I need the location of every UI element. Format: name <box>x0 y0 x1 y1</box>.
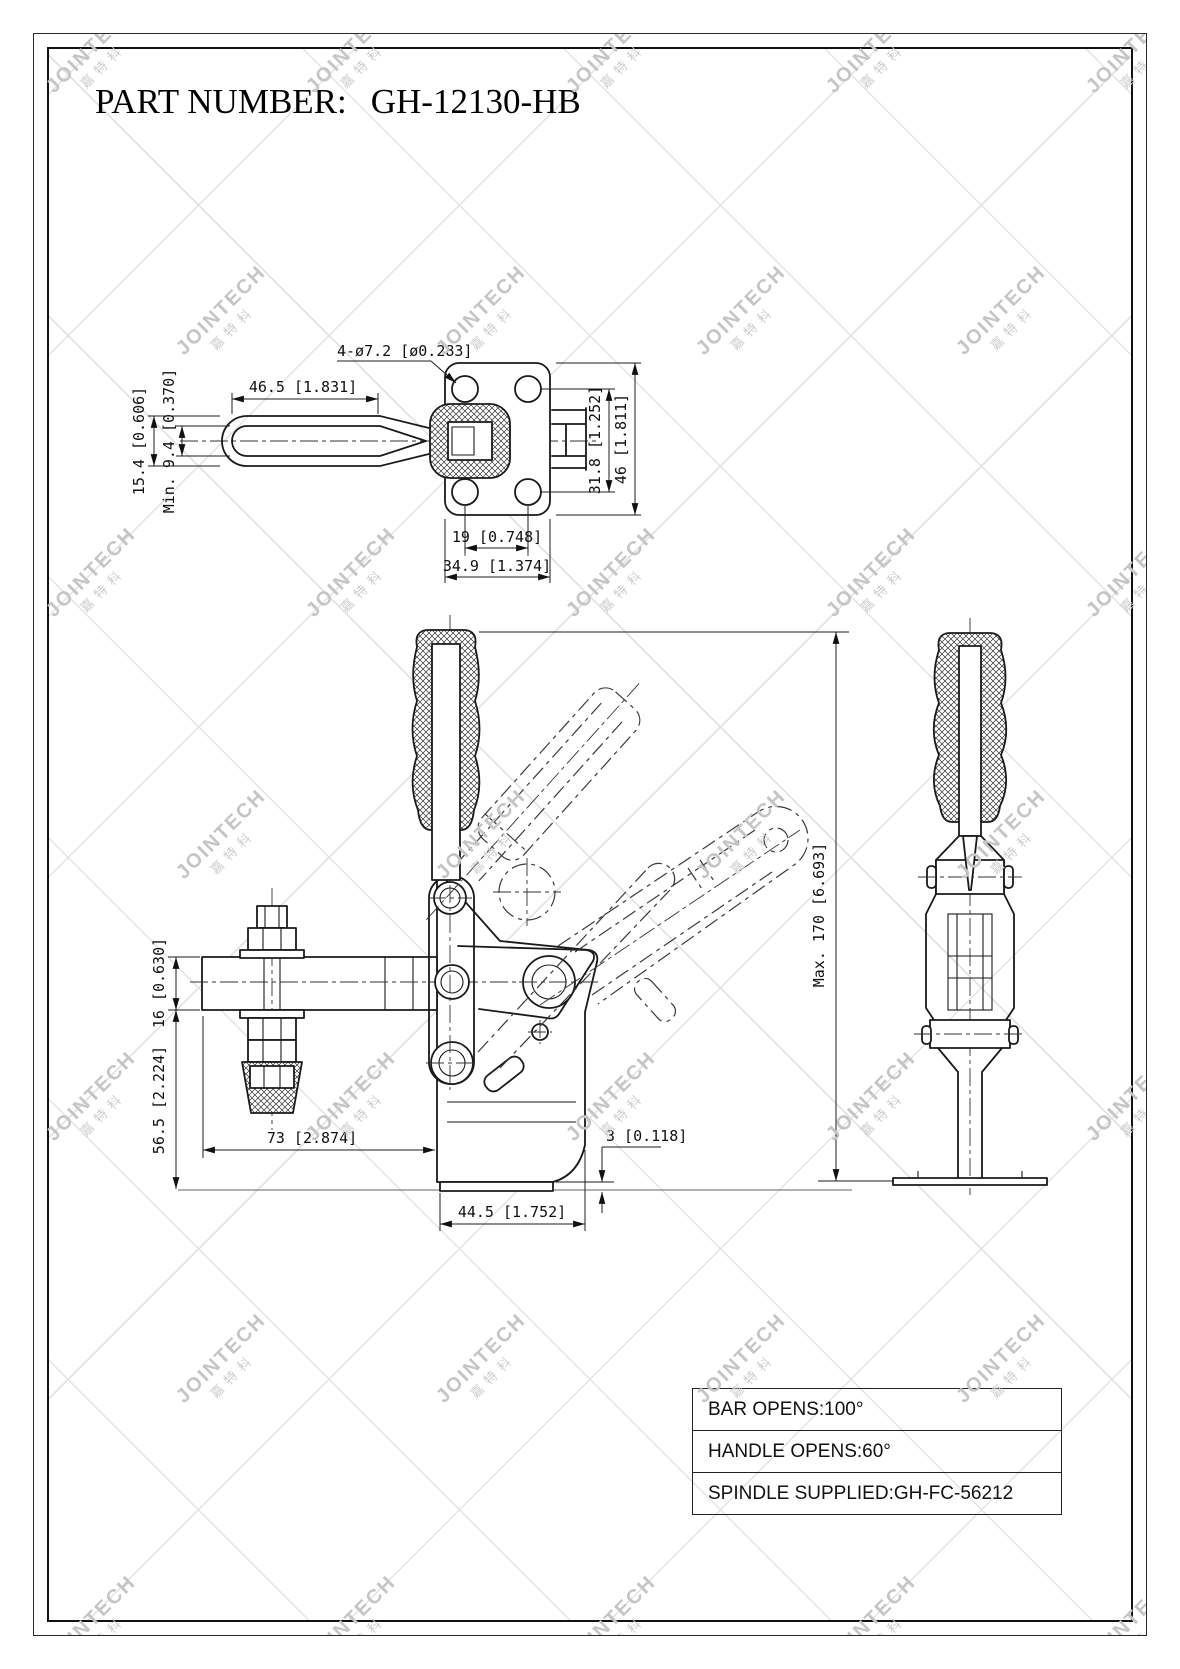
spindle-foot <box>892 1177 1048 1186</box>
dim-bar-reach: 73 [2.874] <box>267 1129 357 1147</box>
dim-flange-thickness: 3 [0.118] <box>606 1127 687 1145</box>
dim-bar-thickness: 16 [0.630] <box>150 938 168 1028</box>
grip-window <box>447 421 493 461</box>
dim-slot-min: Min. 9.4 [0.370] <box>160 369 178 514</box>
front-view-dimensions: 16 [0.630] 56.5 [2.224] 73 [2.874] 44.5 … <box>150 631 894 1231</box>
dim-hole-spacing-h: 19 [0.748] <box>452 528 542 546</box>
open-position-lever <box>477 858 677 1069</box>
hex-nut <box>247 1039 297 1063</box>
handle-bar <box>431 643 461 881</box>
pivot-pins <box>426 881 579 1085</box>
mounting-hole <box>451 375 479 403</box>
dim-hole-callout: 4-ø7.2 [ø0.283] <box>337 342 472 360</box>
dim-bar-height: 15.4 [0.606] <box>130 387 148 495</box>
handle-bar-side <box>958 645 982 837</box>
dim-hole-spacing-v: 31.8 [1.252] <box>586 386 604 494</box>
mounting-hole <box>514 375 542 403</box>
spec-row-spindle-supplied: SPINDLE SUPPLIED:GH-FC-56212 <box>708 1483 1014 1504</box>
front-view: 16 [0.630] 56.5 [2.224] 73 [2.874] 44.5 … <box>150 615 894 1231</box>
handle-wedge <box>962 835 978 891</box>
dim-max-height: Max. 170 [6.693] <box>810 843 828 988</box>
part-number-value: GH-12130-HB <box>370 82 581 121</box>
hex-nut <box>247 927 297 951</box>
washer <box>239 949 305 959</box>
dim-base-width: 34.9 [1.374] <box>443 557 551 575</box>
spec-row-handle-opens: HANDLE OPENS:60° <box>693 1431 1061 1473</box>
open-position-bar <box>539 805 809 1006</box>
dim-base-depth: 44.5 [1.752] <box>458 1203 566 1221</box>
clamp-body <box>436 869 599 1183</box>
top-view-dimensions: 46.5 [1.831] 15.4 [0.606] Min. 9.4 [0.37… <box>130 342 641 583</box>
spindle-assembly <box>239 888 305 1130</box>
dim-handle-length: 46.5 [1.831] <box>249 378 357 396</box>
clamp-bar-end <box>551 407 587 471</box>
washer <box>239 1009 305 1019</box>
body-side-outline <box>925 893 1015 1021</box>
sheet-border-inner <box>47 47 1133 1622</box>
hex-nut <box>247 1017 297 1041</box>
dim-spindle-clearance: 56.5 [2.224] <box>150 1046 168 1154</box>
title-block: PART NUMBER: GH-12130-HB <box>95 82 581 122</box>
handle-bar-slot <box>231 425 427 457</box>
detent-slot <box>483 1055 525 1093</box>
mounting-hole <box>514 478 542 506</box>
dim-base-height: 46 [1.811] <box>612 394 630 484</box>
base-flange <box>439 1181 554 1192</box>
part-number-label: PART NUMBER: <box>95 82 347 121</box>
mounting-hole <box>451 478 479 506</box>
spec-row-bar-opens: BAR OPENS:100° <box>693 1389 1061 1431</box>
spec-table: BAR OPENS:100° HANDLE OPENS:60° SPINDLE … <box>692 1388 1062 1515</box>
handle-bar-outline <box>221 415 434 467</box>
diagonal-watermark-pattern <box>49 49 1131 1620</box>
clamp-bar <box>201 956 438 1011</box>
side-view <box>892 618 1048 1195</box>
open-position-handle <box>426 683 641 921</box>
sheet-border-outer <box>33 33 1147 1636</box>
top-view: 46.5 [1.831] 15.4 [0.606] Min. 9.4 [0.37… <box>130 342 641 583</box>
toggle-link <box>457 945 595 1020</box>
